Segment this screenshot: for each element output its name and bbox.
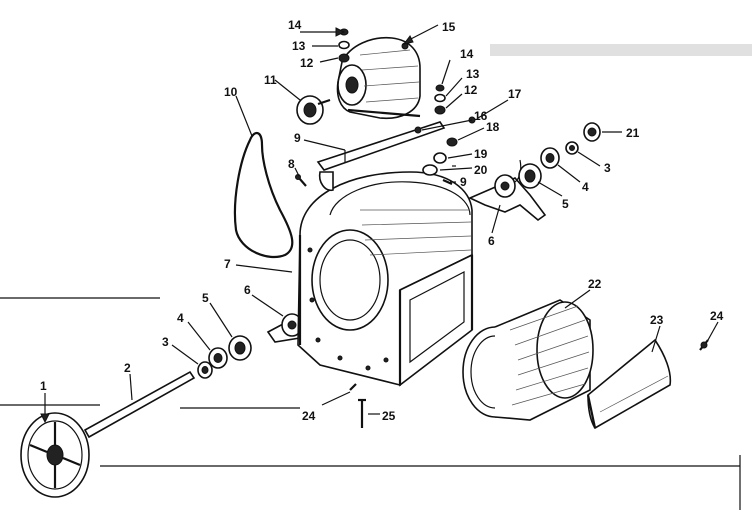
callout-5-left: 5 <box>202 291 209 305</box>
motor-part <box>336 36 421 120</box>
callout-11: 11 <box>264 73 277 87</box>
blower-wheel-part <box>462 299 594 421</box>
callout-9-top: 9 <box>294 131 301 145</box>
callout-20: 20 <box>474 163 488 177</box>
wheel-part <box>20 412 90 498</box>
callout-19: 19 <box>474 147 488 161</box>
screw-part-8 <box>295 174 307 187</box>
callout-7: 7 <box>224 257 231 271</box>
leader-lines <box>40 24 719 424</box>
right-bearing-parts <box>518 122 601 189</box>
callout-25: 25 <box>382 409 396 423</box>
motor-mount-part <box>316 121 446 192</box>
callout-21: 21 <box>626 126 640 140</box>
fastener-24-right <box>699 339 709 351</box>
callout-23: 23 <box>650 313 664 327</box>
callout-14-left: 14 <box>288 18 302 32</box>
small-hardware <box>414 116 476 186</box>
callout-24-right: 24 <box>710 309 724 323</box>
callout-14-right: 14 <box>460 47 474 61</box>
callout-10: 10 <box>224 85 238 99</box>
callout-3-left: 3 <box>162 335 169 349</box>
belt-part <box>233 132 294 259</box>
fastener-24-left <box>349 383 357 391</box>
callout-4-left: 4 <box>177 311 184 325</box>
callout-2: 2 <box>124 361 131 375</box>
scan-lines <box>0 44 752 510</box>
motor-pulley-part <box>296 95 331 125</box>
callout-22: 22 <box>588 277 602 291</box>
callout-24-left: 24 <box>302 409 316 423</box>
callout-18: 18 <box>486 120 500 134</box>
left-bearing-parts <box>197 335 252 379</box>
callout-3-right: 3 <box>604 161 611 175</box>
shaft-part <box>83 370 196 439</box>
callout-4-right: 4 <box>582 180 589 194</box>
callout-12-left: 12 <box>300 56 314 70</box>
callout-16: 16 <box>474 109 488 123</box>
callout-8: 8 <box>288 157 295 171</box>
callout-labels: 1 2 3 4 5 6 7 8 9 10 11 12 13 14 15 14 1… <box>40 18 724 423</box>
callout-9-right: 9 <box>460 175 467 189</box>
blower-housing <box>297 171 474 387</box>
callout-13-right: 13 <box>466 67 480 81</box>
callout-6-left: 6 <box>244 283 251 297</box>
callout-5-right: 5 <box>562 197 569 211</box>
callout-6-right: 6 <box>488 234 495 248</box>
callout-17: 17 <box>508 87 522 101</box>
callout-15: 15 <box>442 20 456 34</box>
callout-1: 1 <box>40 379 47 393</box>
callout-13-left: 13 <box>292 39 306 53</box>
cutoff-plate-part <box>586 338 672 430</box>
motor-mount-hardware-left <box>338 28 350 63</box>
callout-12-right: 12 <box>464 83 478 97</box>
fastener-25 <box>358 398 366 428</box>
leader-7 <box>235 264 293 273</box>
motor-mount-hardware-right <box>434 84 446 115</box>
